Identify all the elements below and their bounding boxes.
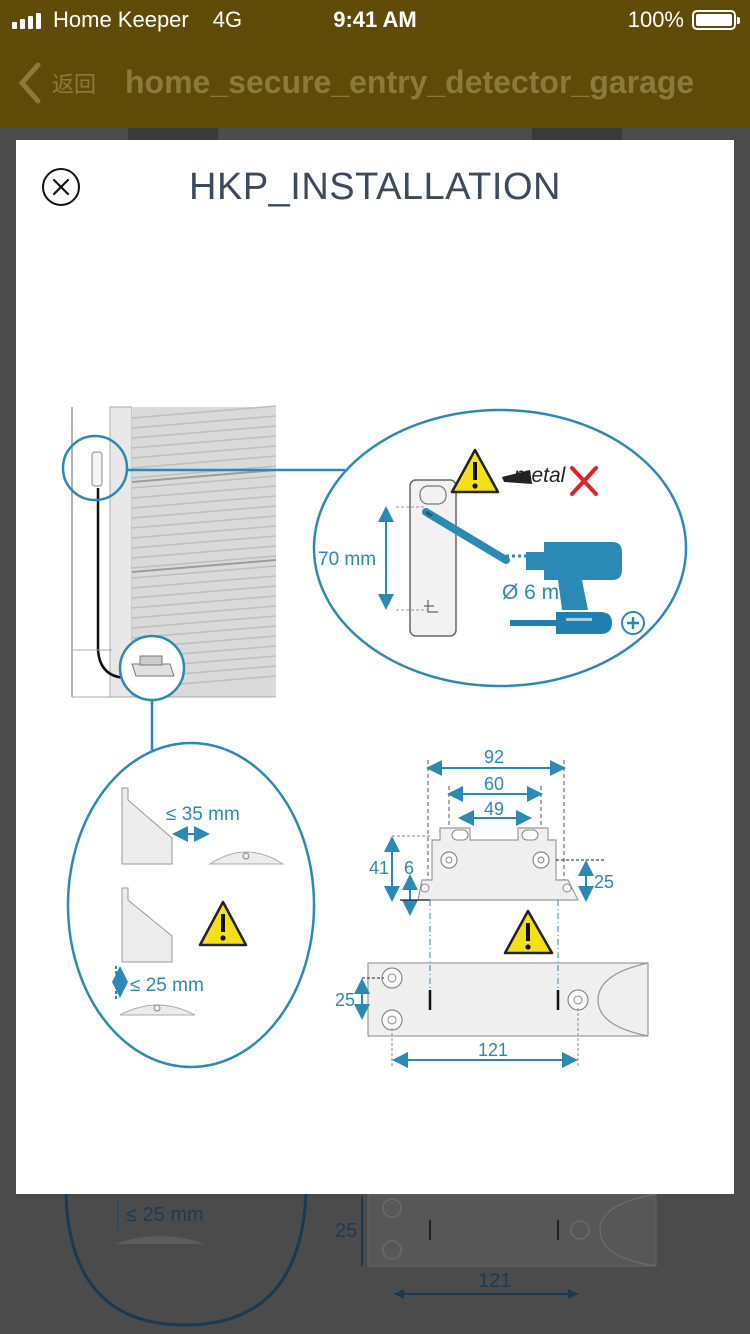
close-button[interactable] — [42, 168, 80, 206]
warning-icon-bracket — [503, 909, 554, 955]
dim-60-label: 60 — [484, 774, 504, 794]
page-title: home_secure_entry_detector_garage — [125, 64, 695, 100]
door-slat-line — [131, 405, 277, 419]
signal-strength-icon — [12, 11, 41, 29]
door-slat-line — [131, 445, 277, 459]
background-dim-25: 25 — [335, 1220, 358, 1242]
battery-icon — [692, 10, 740, 30]
dim-41-label: 41 — [369, 858, 389, 878]
door-slat-line — [131, 605, 277, 619]
door-slat-line — [131, 555, 277, 569]
battery-percentage: 100% — [627, 7, 684, 32]
door-slat-line — [131, 435, 277, 449]
garage-door-illustration — [61, 405, 345, 750]
chevron-left-icon — [18, 62, 41, 104]
dim-92-label: 92 — [484, 747, 504, 767]
offset-max-label: ≤ 25 mm — [130, 975, 204, 996]
warning-icon-gap — [198, 900, 248, 947]
metal-label: metal — [514, 464, 567, 487]
door-slat-line — [131, 615, 277, 629]
screwdriver-icon — [510, 611, 645, 635]
drill-diameter-label: Ø 6 mm — [502, 581, 577, 604]
carrier-name: Home Keeper — [53, 7, 189, 32]
no-metal-icon — [502, 466, 598, 496]
bracket-dimension-drawing — [354, 760, 649, 1068]
door-slat-line — [131, 515, 277, 529]
dim-25-right-label: 25 — [594, 872, 614, 892]
door-slat-line — [131, 565, 277, 579]
status-time: 9:41 AM — [333, 7, 417, 32]
door-slat-line — [131, 585, 277, 599]
back-label: 返回 — [52, 72, 97, 97]
background-offset-label: ≤ 25 mm — [126, 1204, 204, 1226]
navigation-bar: 返回 home_secure_entry_detector_garage — [0, 40, 750, 128]
background-content: ≤ 25 mm 25 121 — [0, 128, 750, 1334]
door-slat-line — [131, 455, 277, 469]
door-slat-line — [131, 575, 277, 589]
door-slat-line — [131, 535, 277, 549]
door-slat-line — [131, 545, 277, 559]
dim-6-label: 6 — [404, 858, 414, 878]
door-slat-line — [131, 475, 277, 489]
back-button[interactable]: 返回 — [18, 62, 96, 104]
door-slat-line — [131, 505, 277, 519]
background-dim-121: 121 — [478, 1270, 512, 1292]
modal-title: HKP_INSTALLATION — [189, 166, 561, 208]
door-slat-line — [131, 495, 277, 509]
door-slat-line — [131, 465, 277, 479]
gap-max-label: ≤ 35 mm — [166, 804, 240, 825]
door-slat-line — [131, 415, 277, 429]
door-slat-line — [131, 485, 277, 499]
close-icon — [52, 178, 70, 196]
door-slat-line — [131, 425, 277, 439]
status-bar: Home Keeper 4G 9:41 AM 100% — [0, 0, 750, 40]
mounting-detail — [312, 408, 688, 688]
height-label: 70 mm — [318, 549, 376, 570]
drill-icon — [500, 542, 622, 610]
installation-modal: HKP_INSTALLATION — [16, 140, 734, 1194]
warning-icon — [450, 448, 500, 494]
door-slat-line — [131, 525, 277, 539]
dim-49-label: 49 — [484, 799, 504, 819]
door-slat-line — [131, 595, 277, 609]
dim-121-label: 121 — [478, 1040, 508, 1060]
dim-25-left-label: 25 — [335, 990, 355, 1010]
gap-detail — [66, 741, 316, 1069]
network-type: 4G — [212, 7, 243, 32]
installation-diagram: metal 70 mm Ø 6 mm ≤ 35 mm ≤ 25 mm 92 60… — [61, 405, 688, 1069]
